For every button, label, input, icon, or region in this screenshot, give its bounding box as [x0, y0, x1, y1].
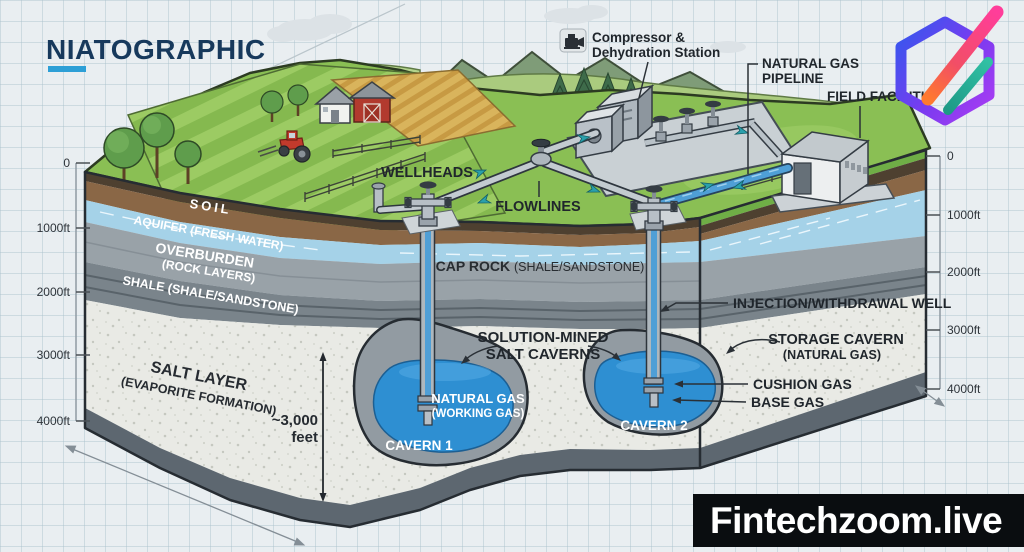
working-gas-label: NATURAL GAS: [431, 391, 525, 406]
hexagon-pencil-logo-icon: [895, 5, 1004, 126]
flowline-pipes: [371, 128, 793, 214]
depth-tick: 0: [947, 149, 954, 163]
cavern-2-label: CAVERN 2: [620, 418, 687, 433]
cloud-icon: [710, 41, 746, 53]
depth-scale-left: 0 1000ft 2000ft 3000ft 4000ft: [37, 156, 90, 428]
injection-well-callout: INJECTION/WITHDRAWAL WELL: [660, 295, 952, 312]
wellhead-2: [629, 185, 687, 231]
storage-cavern-callout: STORAGE CAVERN (NATURAL GAS): [726, 332, 904, 362]
fence: [304, 152, 426, 202]
flowlines-label: FLOWLINES: [495, 199, 581, 215]
cloud-icon: [267, 14, 352, 42]
cap-rock-label: CAP ROCK (SHALE/SANDSTONE): [436, 258, 645, 274]
base-gas-label: BASE GAS: [751, 394, 824, 410]
cap-rock-label-normal: (SHALE/SANDSTONE): [514, 260, 644, 274]
flowlines-callout: FLOWLINES: [495, 181, 581, 215]
salt-cavern-1: [352, 317, 529, 467]
compressor-icon: [564, 34, 584, 49]
field-facility-building: [770, 131, 896, 213]
cavern-1-label: CAVERN 1: [385, 438, 453, 453]
depth-tick: 0: [63, 156, 70, 170]
tree-icon: [287, 84, 309, 116]
tractor-icon: [257, 130, 311, 163]
base-gas-callout: BASE GAS: [672, 394, 824, 410]
wellhead-1: [401, 181, 461, 235]
depth-tick: 2000ft: [947, 265, 981, 279]
depth-tick: 3000ft: [947, 323, 981, 337]
title-underline: [48, 66, 86, 72]
extent-arrow: [914, 385, 946, 407]
depth-note: ~3,000: [272, 412, 318, 429]
tree-icon: [260, 90, 284, 122]
junction-valve: [530, 138, 552, 167]
injection-well-label: INJECTION/WITHDRAWAL WELL: [733, 295, 952, 311]
fence: [332, 135, 421, 158]
pipeline-callout: NATURAL GAS PIPELINE: [747, 56, 859, 174]
cushion-gas-label: CUSHION GAS: [753, 376, 852, 392]
depth-tick: 4000ft: [37, 414, 71, 428]
cloud-icon: [544, 5, 608, 24]
salt-thickness-arrow: [319, 352, 327, 502]
depth-tick: 3000ft: [37, 348, 71, 362]
cap-rock-label-bold: CAP ROCK: [436, 258, 514, 274]
compressor-label: Compressor &: [592, 30, 685, 45]
title-text: NIATOGRAPHIC: [46, 34, 266, 65]
page-title: NIATOGRAPHIC: [46, 34, 266, 72]
pipeline-label: NATURAL GAS: [762, 56, 859, 71]
watermark-banner: Fintechzoom.live: [693, 494, 1024, 547]
farmhouse: [313, 86, 359, 124]
tree-icon: [103, 127, 145, 184]
extent-arrow: [64, 445, 306, 546]
barn: [347, 81, 397, 123]
depth-scale-right: 0 1000ft 2000ft 3000ft 4000ft: [926, 149, 981, 396]
depth-tick: 1000ft: [947, 208, 981, 222]
layer-label-soil: SOIL: [189, 196, 233, 217]
depth-note: feet: [291, 429, 318, 446]
storage-cavern-label-sub: (NATURAL GAS): [783, 348, 881, 362]
solution-mined-label: SOLUTION-MINED: [478, 329, 609, 346]
well-bore-2: [643, 225, 664, 408]
pipeline-label: PIPELINE: [762, 71, 824, 86]
tree-icon: [174, 140, 202, 184]
compressor-callout: Compressor & Dehydration Station: [559, 28, 720, 99]
tree-icon: [139, 112, 175, 178]
depth-tick: 1000ft: [37, 221, 71, 235]
cushion-gas-callout: CUSHION GAS: [674, 376, 852, 392]
wellheads-label: WELLHEADS: [381, 165, 473, 181]
solution-mined-callout: SOLUTION-MINED SALT CAVERNS: [461, 329, 621, 364]
flow-arrow-icon: [471, 124, 750, 204]
working-gas-label-sub: (WORKING GAS): [432, 408, 525, 420]
depth-tick: 2000ft: [37, 285, 71, 299]
right-cross-section: [699, 148, 928, 470]
depth-tick: 4000ft: [947, 382, 981, 396]
block-outline: [83, 170, 702, 529]
storage-cavern-label: STORAGE CAVERN: [768, 332, 904, 348]
solution-mined-label: SALT CAVERNS: [486, 346, 600, 363]
compressor-label: Dehydration Station: [592, 45, 720, 60]
watermark-text: Fintechzoom.live: [710, 500, 1002, 541]
